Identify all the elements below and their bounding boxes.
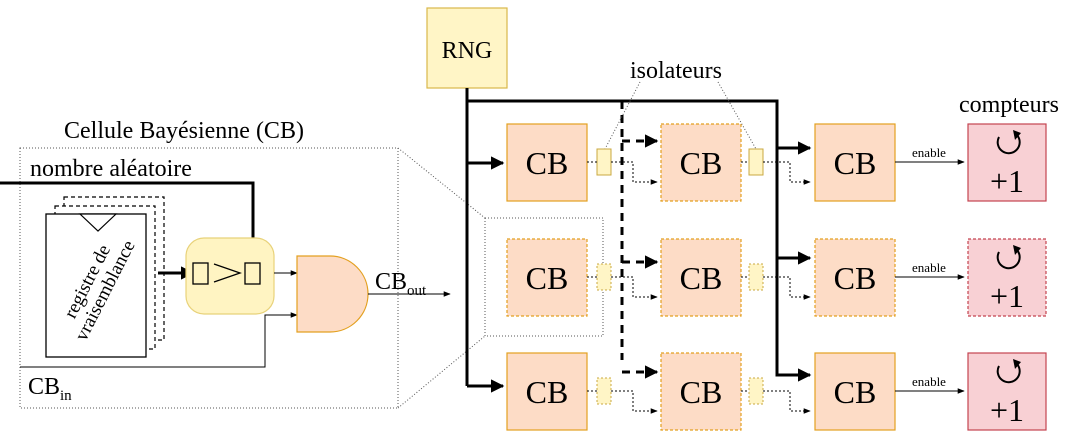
counter-3 bbox=[967, 352, 1047, 431]
comparator-input-left bbox=[192, 262, 209, 285]
isolator-r2a bbox=[596, 263, 612, 291]
cb-label: CB bbox=[526, 374, 569, 410]
cell-detail-frame bbox=[19, 147, 399, 409]
isolator-r1b bbox=[748, 148, 764, 176]
loop-arrow-icon bbox=[996, 134, 1021, 155]
cb-in-label: CBin bbox=[28, 374, 72, 404]
enable-label: enable bbox=[912, 145, 946, 160]
cell-detail: Cellule Bayésienne (CB) nombre aléatoire… bbox=[0, 118, 451, 409]
enable-label: enable bbox=[912, 260, 946, 275]
enable-label: enable bbox=[912, 374, 946, 389]
random-number-label: nombre aléatoire bbox=[30, 156, 192, 182]
plus-one-label: +1 bbox=[990, 163, 1024, 199]
cb-label: CB bbox=[680, 260, 723, 296]
cb-in-line bbox=[20, 312, 298, 368]
isolator-r1a bbox=[596, 148, 612, 176]
rng-label: RNG bbox=[442, 38, 493, 64]
isolators-label: isolateurs bbox=[630, 58, 722, 84]
rng-bus bbox=[465, 88, 812, 393]
cb-cell-r3c2 bbox=[660, 352, 742, 431]
comparator-input-right bbox=[244, 262, 261, 285]
plus-one-label: +1 bbox=[990, 278, 1024, 314]
loop-arrow-icon bbox=[996, 363, 1021, 384]
cell-title: Cellule Bayésienne (CB) bbox=[64, 118, 304, 144]
random-number-line bbox=[0, 181, 260, 260]
counter-2 bbox=[967, 238, 1047, 317]
cb-label: CB bbox=[680, 374, 723, 410]
cb-label: CB bbox=[834, 260, 877, 296]
cb-grid: CB CB CB enable CB CB CB enable CB bbox=[506, 123, 965, 431]
isolator-r3b bbox=[748, 377, 764, 405]
cb-out-label: CBout bbox=[375, 269, 427, 299]
cb-label: CB bbox=[834, 145, 877, 181]
isolator-callout-left bbox=[604, 81, 641, 150]
comparator-greater-than-symbol bbox=[213, 263, 242, 283]
register-clock-triangle bbox=[78, 213, 118, 232]
loop-arrow-icon bbox=[996, 249, 1021, 270]
cb-cell-r1c2 bbox=[660, 123, 742, 202]
isolator-callout-right bbox=[717, 81, 757, 150]
rng-block bbox=[426, 7, 508, 89]
cb-label: CB bbox=[526, 145, 569, 181]
plus-one-label: +1 bbox=[990, 392, 1024, 428]
cb-cell-r2c2 bbox=[660, 238, 742, 317]
cb-cell-r3c1 bbox=[506, 352, 588, 431]
isolator-r3a bbox=[596, 377, 612, 405]
counter-1 bbox=[967, 123, 1047, 202]
cb-cell-r2c3 bbox=[814, 238, 896, 317]
and-gate bbox=[296, 255, 369, 333]
likelihood-register-stack: registre de vraisemblance bbox=[45, 196, 165, 358]
isolator-r2b bbox=[748, 263, 764, 291]
cb-cell-r3c3 bbox=[814, 352, 896, 431]
cb-cell-r1c3 bbox=[814, 123, 896, 202]
cb-cell-r2c1 bbox=[506, 238, 588, 317]
cb-label: CB bbox=[834, 374, 877, 410]
counters: +1 +1 +1 bbox=[967, 123, 1047, 431]
cb-label: CB bbox=[680, 145, 723, 181]
cb-label: CB bbox=[526, 260, 569, 296]
counters-label: compteurs bbox=[959, 92, 1059, 118]
